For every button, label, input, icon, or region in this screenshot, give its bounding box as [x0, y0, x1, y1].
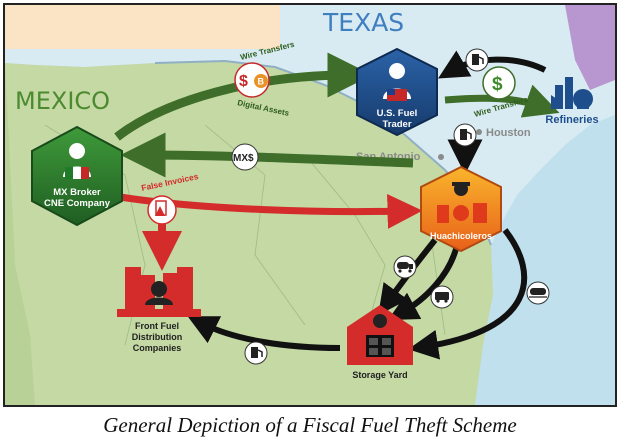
san-antonio-dot — [438, 154, 444, 160]
dollar-badge: $ — [482, 66, 516, 100]
tanker-truck-icon — [397, 262, 409, 269]
van-icon — [435, 292, 449, 300]
thief-icon — [373, 314, 387, 328]
van-badge — [430, 285, 454, 309]
thief-icon — [151, 281, 167, 297]
fuel-pump-icon — [460, 129, 467, 140]
mexico-label: MEXICO — [15, 87, 110, 115]
tanker-truck-badge — [393, 255, 417, 279]
broker-person-icon — [69, 143, 85, 159]
arrow-huachi-to-storage-rail — [408, 228, 528, 360]
storage-yard-label: Storage Yard — [352, 370, 407, 380]
texas-label: TEXAS — [322, 8, 404, 37]
rail-tanker-icon — [530, 288, 546, 295]
crypto-badge: $ B — [234, 62, 270, 98]
arrow-storage-to-front — [187, 316, 341, 351]
houston-label: Houston — [486, 127, 531, 139]
storage-yard-node: Storage Yard — [347, 305, 413, 380]
building-icon — [437, 205, 449, 223]
mxs-badge: MX$ — [231, 143, 259, 171]
arrow-broker-to-trader — [114, 52, 373, 141]
dollar-icon: $ — [239, 73, 248, 90]
houston-dot — [476, 129, 482, 135]
front-fuel-label-line3: Companies — [133, 343, 182, 353]
us-fuel-trader-node: U.S. Fuel Trader — [356, 47, 438, 137]
broker-label-line2: CNE Company — [44, 198, 111, 209]
arrow-huachi-to-broker — [120, 132, 414, 178]
huachicoleros-label: Huachicoleros — [430, 231, 492, 241]
refineries-label: Refineries — [545, 114, 598, 126]
mx-broker-node: MX Broker CNE Company — [31, 125, 123, 227]
broker-label-line1: MX Broker — [53, 187, 101, 198]
figure-caption: General Depiction of a Fiscal Fuel Theft… — [103, 413, 517, 437]
front-fuel-label-line1: Front Fuel — [135, 321, 179, 331]
fuel-theft-diagram: TEXAS MEXICO San Antonio Houston Wire Tr… — [5, 5, 615, 405]
front-fuel-label-line2: Distribution — [132, 332, 183, 342]
fuel-pump-badge-trader — [453, 123, 477, 147]
bitcoin-icon — [254, 74, 268, 88]
refineries-node: Refineries — [545, 77, 599, 126]
arrow-huachi-to-storage-van — [387, 244, 460, 321]
fuel-pump-badge-refineries — [465, 48, 489, 72]
mxs-label: MX$ — [233, 153, 254, 164]
warning-icon — [155, 206, 165, 216]
rail-tanker-badge — [526, 281, 550, 305]
diagram-frame: TEXAS MEXICO San Antonio Houston Wire Tr… — [3, 3, 617, 407]
front-fuel-node: Front Fuel Distribution Companies — [117, 267, 201, 353]
mexico-west-shade — [5, 63, 35, 405]
trader-label-line2: Trader — [382, 119, 411, 130]
company-building-icon — [125, 267, 141, 309]
fuel-pump-badge-storage — [244, 341, 268, 365]
bitcoin-symbol: B — [258, 77, 265, 87]
mx-flag-icon — [65, 167, 73, 179]
huachicoleros-node: Huachicoleros — [420, 165, 502, 253]
fuel-pump-icon — [251, 347, 258, 358]
dollar-icon: $ — [492, 74, 503, 95]
new-mexico-region — [5, 5, 280, 49]
arrow-refineries-to-trader — [438, 50, 547, 79]
trader-person-icon — [389, 63, 405, 79]
invoice-badge — [147, 195, 177, 225]
trader-label-line1: U.S. Fuel — [377, 108, 418, 119]
louisiana-region — [565, 5, 615, 90]
fuel-pump-icon — [472, 54, 479, 65]
